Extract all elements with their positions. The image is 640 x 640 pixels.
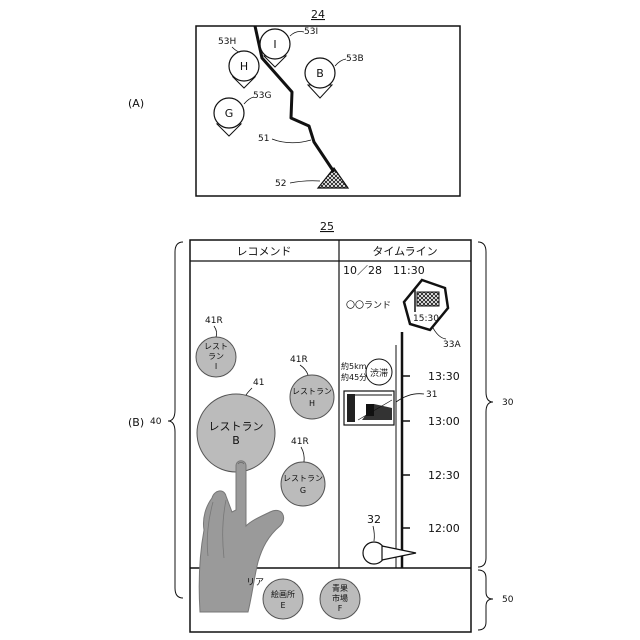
brace-right-30 — [478, 242, 493, 567]
route-photo[interactable] — [344, 391, 394, 425]
distance-km: 約5km — [341, 361, 367, 371]
bubble-restaurant-h[interactable]: レストラン H — [290, 375, 334, 419]
ref-53g: 53G — [253, 91, 271, 101]
ref-40: 40 — [150, 417, 162, 427]
time-1300: 13:00 — [428, 415, 460, 428]
bubble-f-line3: F — [338, 604, 343, 613]
pin-letter-h: H — [240, 60, 248, 73]
bubble-painting-e[interactable]: 絵画所 E — [263, 579, 303, 619]
pin-letter-g: G — [225, 107, 234, 120]
time-1330: 13:30 — [428, 370, 460, 383]
bubble-g-line2: G — [300, 486, 306, 495]
tab-timeline[interactable]: タイムライン — [372, 245, 437, 258]
brace-left-40 — [168, 242, 183, 598]
bubble-market-f[interactable]: 青果 市場 F — [320, 579, 360, 619]
ref-32: 32 — [367, 513, 381, 526]
ref-52: 52 — [275, 179, 286, 189]
bubble-e-line1: 絵画所 — [271, 589, 295, 599]
area-label: リア — [246, 578, 264, 588]
ref-53b: 53B — [346, 54, 364, 64]
bubble-g-line1: レストラン — [283, 474, 323, 483]
ref-50: 50 — [502, 595, 514, 605]
bubble-b-line1: レストラン — [209, 420, 264, 433]
ref-53h: 53H — [218, 37, 236, 47]
congestion-label: 渋滞 — [370, 367, 388, 379]
ref-51: 51 — [258, 134, 269, 144]
bubble-e-line2: E — [280, 601, 285, 610]
distance-min: 約45分 — [341, 372, 367, 382]
time-1200: 12:00 — [428, 522, 460, 535]
destination-time: 15:30 — [413, 314, 439, 324]
ref-33a: 33A — [443, 340, 461, 350]
bubble-f-line1: 青果 — [332, 583, 348, 593]
pin-letter-b: B — [316, 67, 324, 80]
part-label-b: (B) — [128, 416, 144, 429]
brace-right-50 — [478, 570, 493, 630]
congestion-badge[interactable]: 渋滞 — [366, 359, 392, 385]
bubble-h-line2: H — [309, 399, 315, 408]
tab-recommend[interactable]: レコメンド — [237, 245, 292, 258]
ref-41r-g: 41R — [291, 437, 309, 447]
timeline-date-time: 10／28 11:30 — [343, 264, 425, 277]
destination-name: 〇〇ランド — [346, 300, 391, 311]
ref-31: 31 — [426, 390, 437, 400]
screen-ref-25: 25 — [320, 220, 334, 233]
pin-letter-i: I — [273, 38, 276, 51]
bubble-restaurant-i[interactable]: レスト ラン I — [196, 337, 236, 377]
part-label-a: (A) — [128, 97, 144, 110]
bubble-b-line2: B — [232, 434, 240, 447]
figure-a: (A) 24 I H B G 53 — [128, 8, 460, 196]
time-1230: 12:30 — [428, 469, 460, 482]
screen-ref-24: 24 — [311, 8, 325, 21]
bubble-i-line2: ラン — [208, 352, 224, 361]
bubble-f-line2: 市場 — [332, 593, 348, 603]
bubble-h-line1: レストラン — [292, 387, 332, 396]
bubble-restaurant-g[interactable]: レストラン G — [281, 462, 325, 506]
bubble-i-line1: レスト — [204, 342, 228, 351]
bubble-restaurant-b[interactable]: レストラン B — [197, 394, 275, 472]
figure-b: (B) 25 レコメンド タイムライン 10／28 11:30 〇〇ランド 15… — [128, 220, 514, 632]
ref-41: 41 — [253, 378, 264, 388]
bubble-i-line3: I — [215, 362, 217, 371]
ref-53i: 53I — [304, 27, 318, 37]
ref-30: 30 — [502, 398, 514, 408]
ref-41r-h: 41R — [290, 355, 308, 365]
ref-41r-i: 41R — [205, 316, 223, 326]
